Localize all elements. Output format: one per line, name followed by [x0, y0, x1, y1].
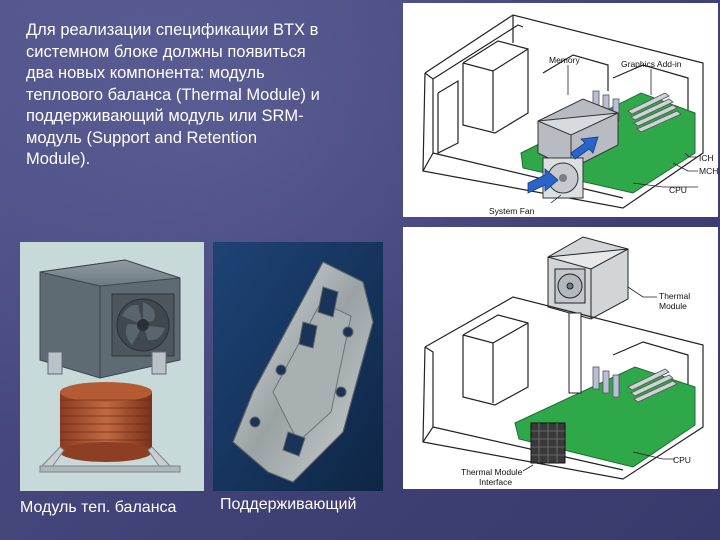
caption-support-module: Поддерживающий: [220, 496, 357, 513]
text-line: модуль (Support and Retention: [26, 128, 258, 147]
thermal-module-photo: [20, 242, 204, 491]
thermal-module-diagram: Thermal Module CPU Thermal Module Interf…: [403, 227, 718, 489]
label-mch: MCH: [699, 166, 718, 176]
label-cpu: CPU: [673, 455, 691, 465]
label-memory: Memory: [549, 55, 580, 65]
label-thermal-module-interface-1: Thermal Module: [461, 467, 523, 477]
chassis-drawing: Memory Graphics Add-in ICH MCH CPU Syste…: [422, 14, 718, 216]
label-ich: ICH: [699, 153, 714, 163]
text-line: системном блоке должны появиться: [26, 42, 306, 61]
text-line: Для реализации спецификации BTX в: [26, 21, 319, 39]
btx-chassis-diagram: Memory Graphics Add-in ICH MCH CPU Syste…: [403, 3, 718, 217]
label-system-fan: System Fan: [489, 206, 535, 216]
text-line: Module).: [26, 150, 91, 168]
text-line: теплового баланса (Thermal Module) и: [26, 85, 320, 104]
slide-body-text: Для реализации спецификации BTX в систем…: [26, 20, 362, 171]
label-cpu: CPU: [669, 185, 687, 195]
label-module: Module: [659, 301, 687, 311]
label-thermal-module-interface-2: Interface: [479, 477, 512, 487]
thermal-module-drawing: Thermal Module CPU Thermal Module Interf…: [422, 236, 704, 487]
caption-thermal-module: Модуль теп. баланса: [20, 499, 177, 516]
srm-bracket-render: [213, 242, 383, 491]
thermal-module-render: [39, 259, 181, 473]
label-graphics-add-in: Graphics Add-in: [621, 59, 682, 69]
label-thermal: Thermal: [659, 291, 690, 301]
text-line: поддерживающий модуль или SRM-: [26, 107, 304, 125]
support-retention-module-photo: [213, 242, 383, 491]
text-line: два новых компонента: модуль: [26, 64, 265, 82]
